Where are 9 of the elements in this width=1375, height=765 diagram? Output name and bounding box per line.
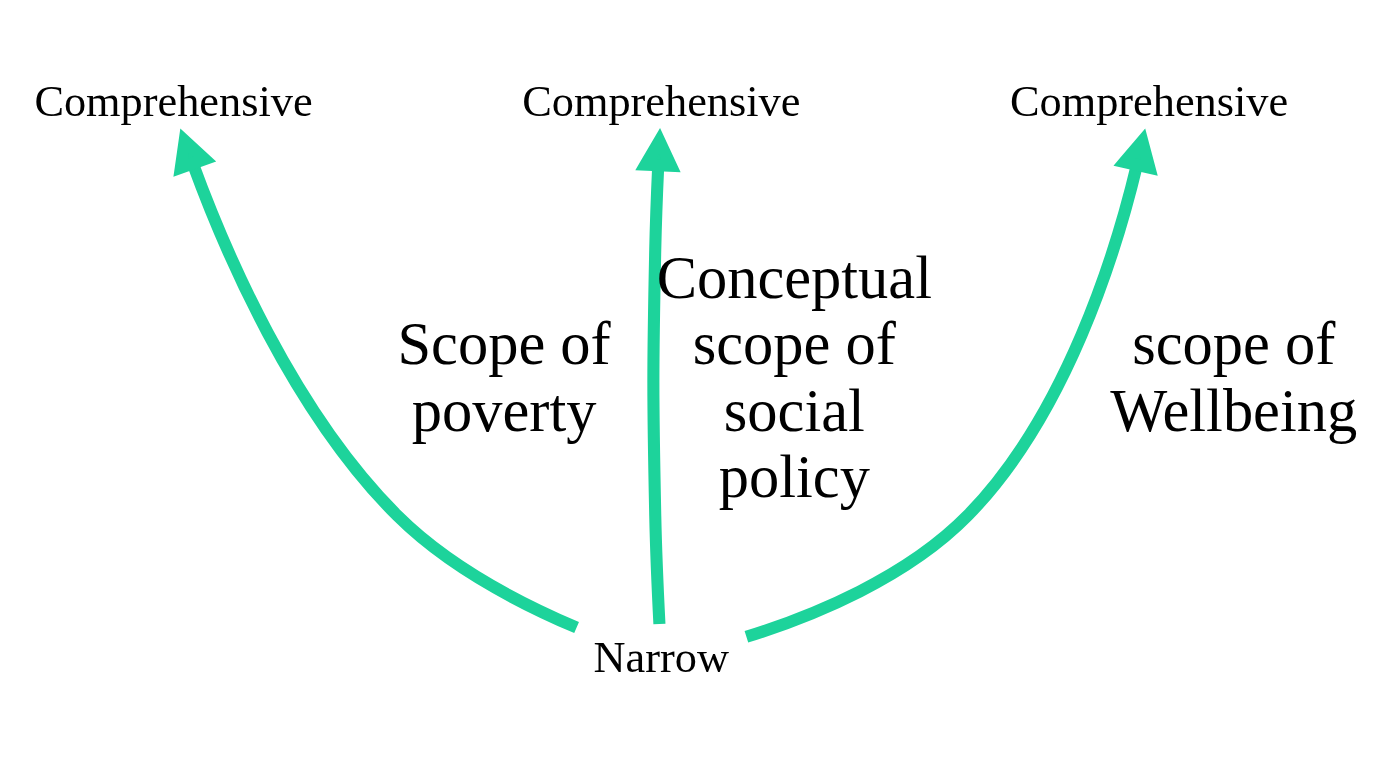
node-text: Comprehensive	[34, 75, 313, 126]
arrow	[744, 128, 1158, 643]
arrow	[173, 128, 579, 634]
edge-label: scope of Wellbeing	[1110, 310, 1358, 444]
node-text: Comprehensive	[522, 75, 801, 126]
node-text: Comprehensive	[1009, 75, 1289, 126]
node-text: Narrow	[593, 631, 729, 682]
edge-label: Scope of poverty	[397, 310, 611, 444]
arrow	[635, 128, 681, 625]
